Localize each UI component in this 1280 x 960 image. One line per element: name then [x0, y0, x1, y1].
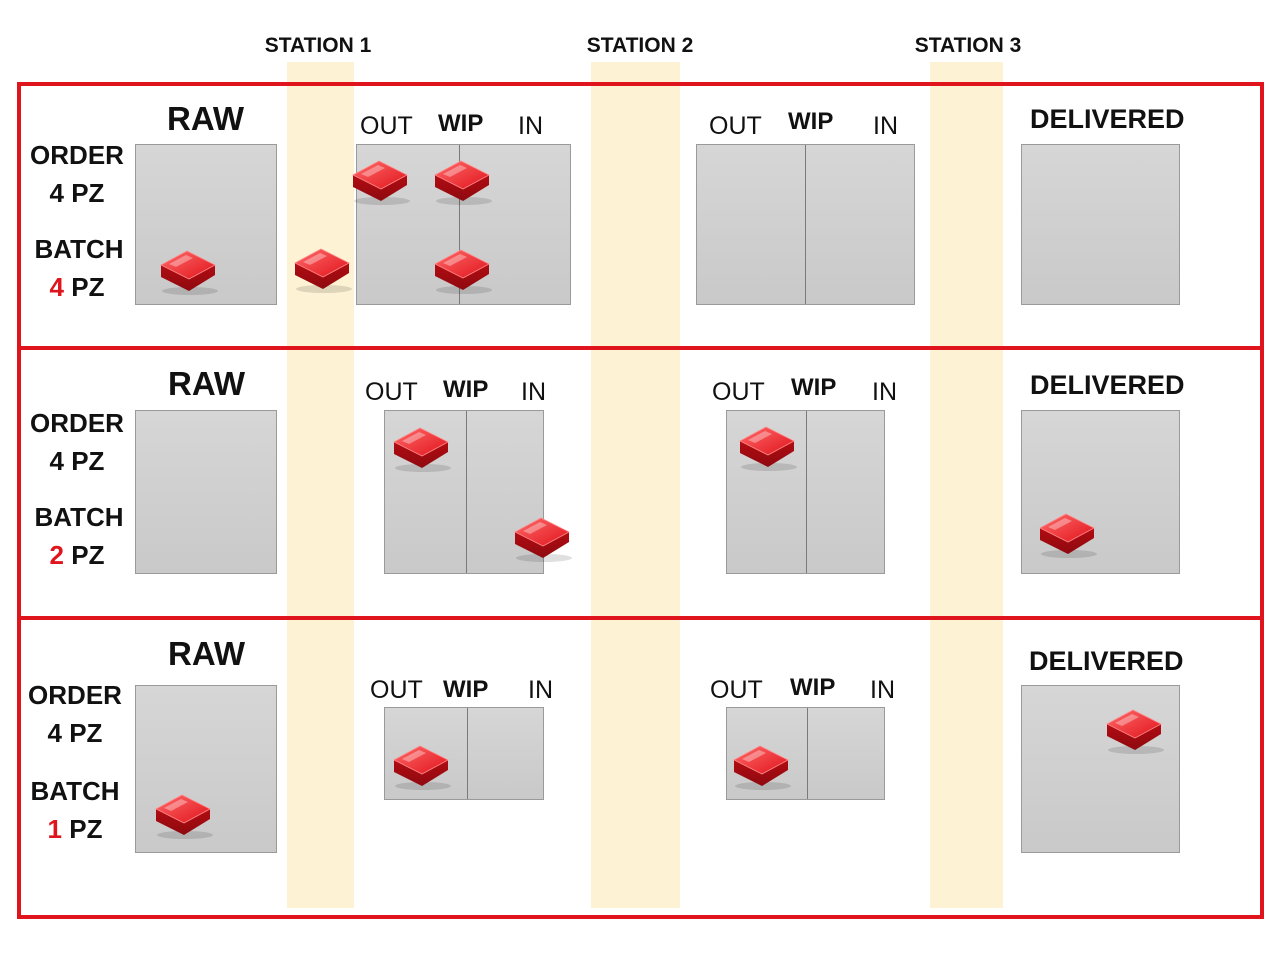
row-1-s2-out-label: OUT: [709, 112, 762, 140]
row-1-raw-header: RAW: [167, 100, 244, 137]
row-2-raw-header: RAW: [168, 365, 245, 402]
piece-icon: [1103, 704, 1165, 754]
row-1-order-label: ORDER: [30, 140, 124, 170]
row-2-order-label: ORDER: [30, 408, 124, 438]
row-2-s2-in-label: IN: [872, 378, 897, 406]
row-3-delivered-bin: [1021, 685, 1180, 853]
row-3-s1-out-label: OUT: [370, 676, 423, 704]
row-3-order-qty: 4 PZ: [47, 718, 103, 748]
row-1-batch-label: BATCH: [34, 234, 124, 264]
row-3-raw-header: RAW: [168, 635, 245, 672]
scenario-row-2: [17, 346, 1264, 620]
piece-icon: [390, 422, 452, 472]
row-1-s2-wip-bin: [696, 144, 915, 305]
piece-icon: [152, 789, 214, 839]
station-3-label: STATION 3: [914, 34, 1022, 57]
row-2-s1-out-label: OUT: [365, 378, 418, 406]
row-1-s1-in-label: IN: [518, 112, 543, 140]
row-2-batch-label: BATCH: [34, 502, 124, 532]
row-3-s2-out-label: OUT: [710, 676, 763, 704]
scenario-row-3: [17, 616, 1264, 919]
piece-icon: [157, 245, 219, 295]
row-1-raw-bin: [135, 144, 277, 305]
row-3-order-label: ORDER: [28, 680, 122, 710]
station-2-band: [591, 62, 680, 908]
row-3-s1-in-label: IN: [528, 676, 553, 704]
row-2-order-qty: 4 PZ: [49, 446, 105, 476]
row-1-s1-out-label: OUT: [360, 112, 413, 140]
piece-icon: [431, 244, 493, 294]
piece-icon: [1036, 508, 1098, 558]
piece-icon: [349, 155, 411, 205]
row-2-s1-wip-label: WIP: [443, 376, 489, 403]
row-3-batch-size: 1 PZ: [47, 814, 103, 844]
row-1-delivered-bin: [1021, 144, 1180, 305]
piece-icon: [390, 740, 452, 790]
row-3-s2-wip-label: WIP: [790, 674, 836, 701]
row-3-s1-wip-label: WIP: [443, 676, 489, 703]
station-2-label: STATION 2: [586, 34, 694, 57]
piece-icon: [730, 740, 792, 790]
row-3-s2-in-label: IN: [870, 676, 895, 704]
station-1-band: [287, 62, 354, 908]
row-1-delivered-header: DELIVERED: [1030, 104, 1185, 134]
piece-icon: [736, 421, 798, 471]
row-2-delivered-bin: [1021, 410, 1180, 574]
row-1-order-qty: 4 PZ: [49, 178, 105, 208]
row-3-batch-label: BATCH: [30, 776, 120, 806]
station-1-label: STATION 1: [264, 34, 372, 57]
station-3-band: [930, 62, 1003, 908]
scenario-row-1: [17, 82, 1264, 350]
row-1-s1-wip-label: WIP: [438, 110, 484, 137]
row-2-s1-in-label: IN: [521, 378, 546, 406]
row-1-s2-in-label: IN: [873, 112, 898, 140]
piece-icon: [291, 243, 353, 293]
piece-icon: [431, 155, 493, 205]
row-2-s2-wip-label: WIP: [791, 374, 837, 401]
row-1-s2-wip-label: WIP: [788, 108, 834, 135]
row-2-raw-bin: [135, 410, 277, 574]
row-1-batch-size: 4 PZ: [49, 272, 105, 302]
row-2-s2-out-label: OUT: [712, 378, 765, 406]
row-3-delivered-header: DELIVERED: [1029, 646, 1184, 676]
row-3-raw-bin: [135, 685, 277, 853]
row-2-batch-size: 2 PZ: [49, 540, 105, 570]
row-2-delivered-header: DELIVERED: [1030, 370, 1185, 400]
piece-icon: [511, 512, 573, 562]
